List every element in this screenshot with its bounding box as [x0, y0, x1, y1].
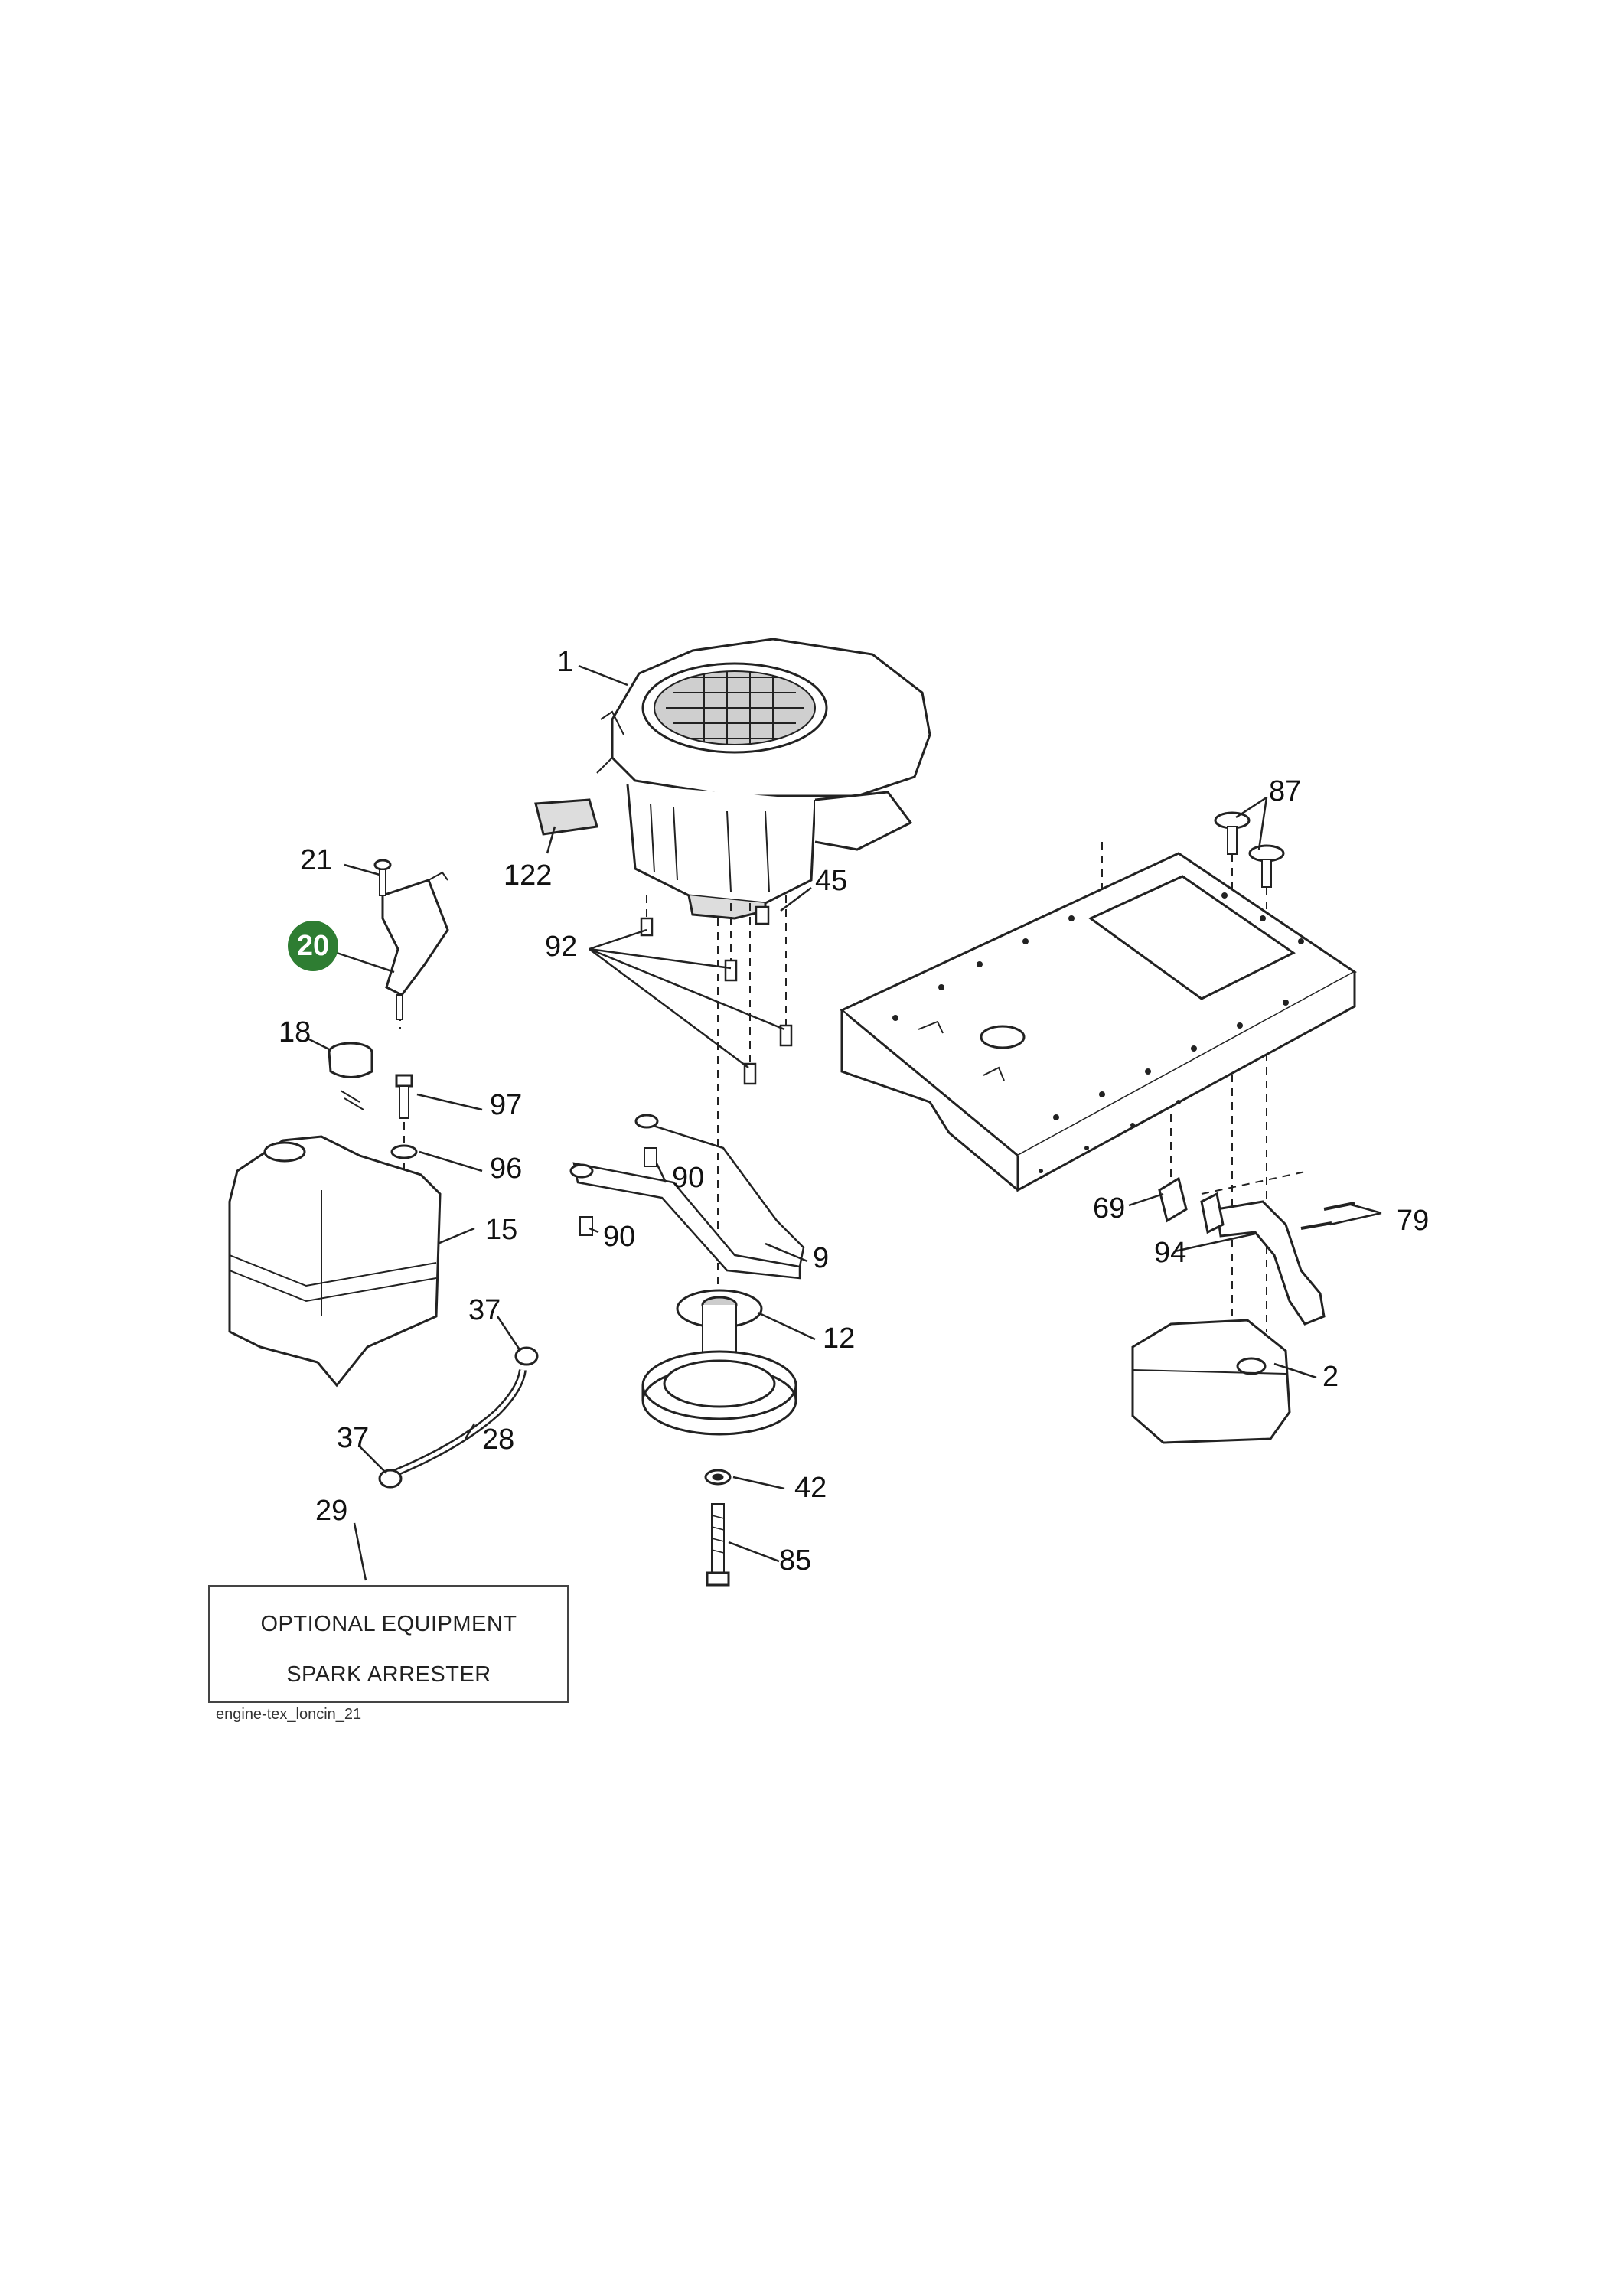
fuel-cap[interactable] [328, 1042, 373, 1110]
part-label-87: 87 [1269, 775, 1302, 807]
engine-bolts[interactable] [640, 905, 793, 1085]
part-label-1: 1 [557, 646, 574, 678]
optional-equipment-title: OPTIONAL EQUIPMENT [260, 1612, 517, 1636]
part-label-18: 18 [279, 1016, 311, 1049]
optional-equipment-box: OPTIONAL EQUIPMENT SPARK ARRESTER [208, 1585, 569, 1703]
chassis-frame[interactable] [840, 852, 1357, 1192]
part-label-2: 2 [1322, 1361, 1339, 1393]
part-label-94: 94 [1154, 1237, 1187, 1269]
part-label-12: 12 [823, 1322, 856, 1355]
part-label-42: 42 [794, 1472, 827, 1504]
exhaust-pipe[interactable] [1158, 1176, 1355, 1326]
knobs-87[interactable] [1214, 811, 1285, 888]
part-label-79: 79 [1397, 1205, 1430, 1237]
part-label-9: 9 [813, 1242, 830, 1274]
part-label-45: 45 [815, 865, 848, 897]
part-label-69: 69 [1093, 1192, 1126, 1225]
leader-lines [305, 664, 1382, 1581]
part-label-21: 21 [300, 844, 333, 876]
part-label-122: 122 [504, 859, 553, 892]
muffler[interactable] [1131, 1319, 1291, 1444]
spark-arrester-label: SPARK ARRESTER [286, 1662, 491, 1687]
part-label-28: 28 [482, 1424, 515, 1456]
part-label-96: 96 [490, 1153, 523, 1185]
fuel-tank[interactable] [228, 1135, 442, 1388]
belt-guide[interactable] [569, 1114, 805, 1280]
throttle-bracket[interactable] [373, 859, 449, 1020]
part-label-90-upper: 90 [672, 1162, 705, 1194]
part-122-tag[interactable] [534, 798, 598, 836]
fuel-hose[interactable] [378, 1346, 539, 1489]
engine-part[interactable] [596, 638, 931, 920]
part-label-97: 97 [490, 1089, 523, 1121]
part-label-90-lower: 90 [603, 1221, 636, 1253]
diagram-code: engine-tex_loncin_21 [216, 1706, 362, 1723]
part-label-85: 85 [779, 1544, 812, 1577]
part-label-92: 92 [545, 931, 578, 963]
bolt-97[interactable] [390, 1074, 418, 1159]
highlighted-part-callout[interactable]: 20 [288, 921, 338, 971]
part-label-37-upper: 37 [468, 1294, 501, 1326]
part-label-15: 15 [485, 1214, 518, 1246]
part-label-37-lower: 37 [337, 1422, 370, 1454]
part-label-29: 29 [315, 1495, 348, 1527]
engine-pulley[interactable] [641, 1289, 797, 1436]
chassis-holes [892, 892, 1304, 1173]
pulley-bolt[interactable] [704, 1469, 732, 1587]
